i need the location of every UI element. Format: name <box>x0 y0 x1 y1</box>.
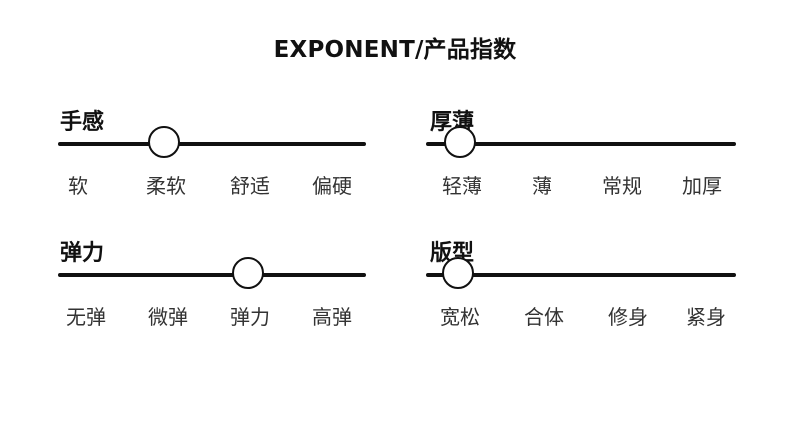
slider-knob[interactable] <box>232 257 264 289</box>
option-label[interactable]: 偏硬 <box>312 174 352 198</box>
option-label[interactable]: 轻薄 <box>442 174 482 198</box>
option-label[interactable]: 舒适 <box>230 174 270 198</box>
panel-feel: 手感 软 柔软 舒适 偏硬 <box>58 104 378 214</box>
slider-track[interactable] <box>426 142 736 146</box>
panel-elasticity: 弹力 无弹 微弹 弹力 高弹 <box>58 235 378 345</box>
slider-labels: 宽松 合体 修身 紧身 <box>428 301 738 331</box>
option-label[interactable]: 薄 <box>532 174 552 198</box>
panel-heading: 手感 <box>60 110 105 135</box>
slider-knob[interactable] <box>444 126 476 158</box>
slider-knob[interactable] <box>148 126 180 158</box>
panel-fit: 版型 宽松 合体 修身 紧身 <box>426 235 748 345</box>
option-label[interactable]: 合体 <box>524 305 564 329</box>
option-label[interactable]: 常规 <box>602 174 642 198</box>
slider-track[interactable] <box>58 142 366 146</box>
slider-track[interactable] <box>426 273 736 277</box>
option-label[interactable]: 微弹 <box>148 305 188 329</box>
option-label[interactable]: 无弹 <box>66 305 106 329</box>
panel-heading: 弹力 <box>60 241 105 266</box>
option-label[interactable]: 修身 <box>608 305 648 329</box>
option-label[interactable]: 加厚 <box>682 174 722 198</box>
option-label[interactable]: 紧身 <box>686 305 726 329</box>
option-label[interactable]: 柔软 <box>146 174 186 198</box>
option-label[interactable]: 高弹 <box>312 305 352 329</box>
page-title: EXPONENT/产品指数 <box>273 37 517 63</box>
option-label[interactable]: 软 <box>68 174 88 198</box>
slider-labels: 软 柔软 舒适 偏硬 <box>58 170 368 200</box>
panel-thickness: 厚薄 轻薄 薄 常规 加厚 <box>426 104 748 214</box>
slider-knob[interactable] <box>442 257 474 289</box>
slider-labels: 无弹 微弹 弹力 高弹 <box>58 301 368 331</box>
option-label[interactable]: 宽松 <box>440 305 480 329</box>
slider-track[interactable] <box>58 273 366 277</box>
option-label[interactable]: 弹力 <box>230 305 270 329</box>
slider-labels: 轻薄 薄 常规 加厚 <box>428 170 738 200</box>
